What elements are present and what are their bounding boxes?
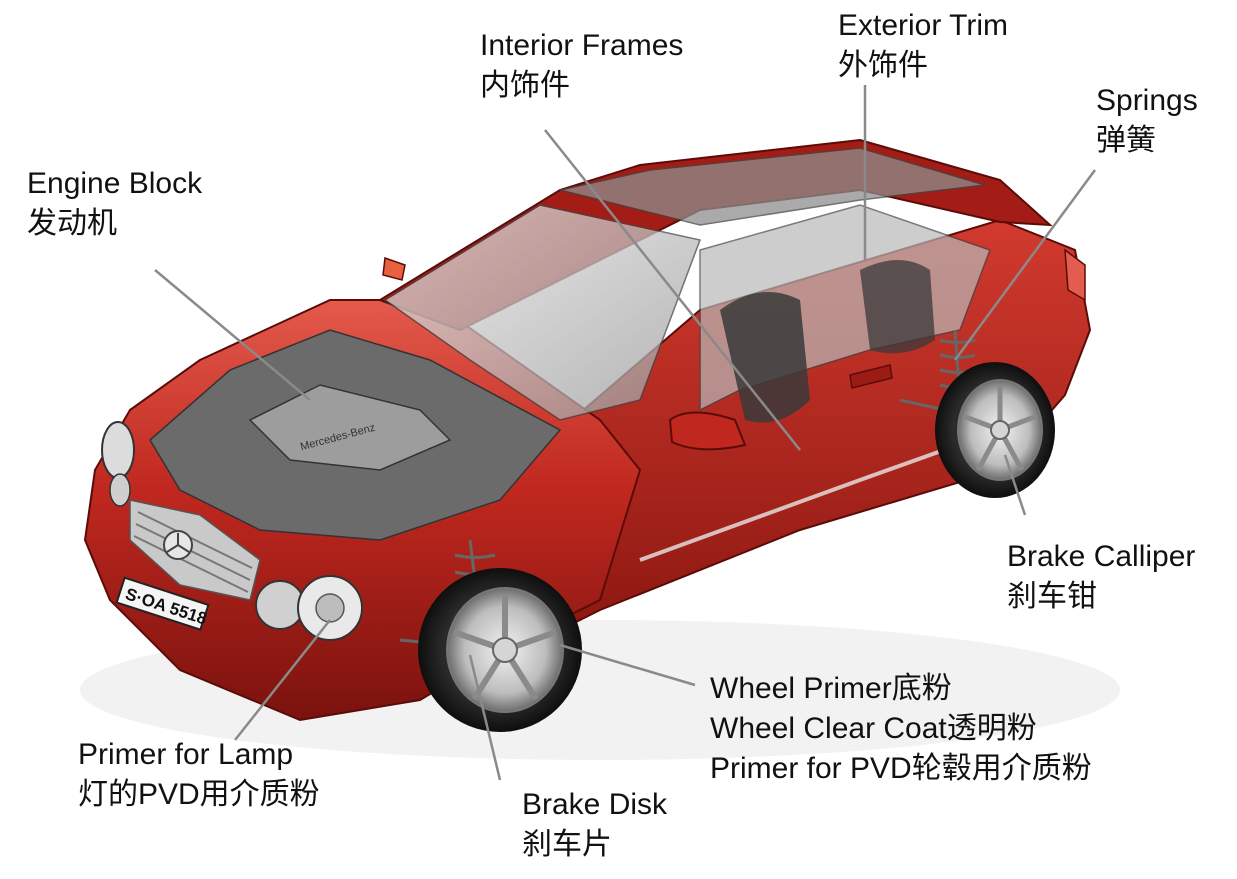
label-wheel-coatings: Wheel Primer底粉 Wheel Clear Coat透明粉 Prime… — [710, 669, 1092, 789]
label-exterior-trim: Exterior Trim 外饰件 — [838, 6, 1008, 86]
label-brake-disk: Brake Disk 刹车片 — [522, 785, 667, 865]
label-interior-frames-zh: 内饰件 — [480, 68, 570, 103]
leader-brake-disk — [468, 654, 502, 781]
label-wheel-clear-coat: Wheel Clear Coat透明粉 — [710, 712, 1037, 745]
front-indicator — [382, 256, 406, 281]
label-engine-block: Engine Block 发动机 — [27, 164, 202, 244]
label-springs: Springs 弹簧 — [1096, 81, 1198, 161]
label-brake-disk-zh: 刹车片 — [522, 827, 612, 862]
fog-light-left — [109, 473, 131, 507]
rear-seat — [860, 260, 935, 354]
leader-engine-block — [154, 269, 311, 401]
label-brake-disk-en: Brake Disk — [522, 788, 668, 821]
rear-light — [1064, 248, 1086, 302]
label-interior-frames: Interior Frames 内饰件 — [480, 26, 683, 106]
sunroof-glass — [559, 147, 986, 226]
label-primer-for-pvd: Primer for PVD轮毂用介质粉 — [710, 752, 1092, 785]
engine-cover — [248, 384, 452, 471]
leader-wheel-coatings — [559, 643, 696, 687]
label-primer-for-lamp-en: Primer for Lamp — [78, 738, 294, 771]
label-springs-zh: 弹簧 — [1096, 123, 1156, 158]
windshield-glass — [383, 204, 702, 421]
headlight-right-lens — [315, 593, 345, 623]
door-handle — [849, 364, 893, 389]
label-brake-calliper-zh: 刹车钳 — [1007, 579, 1097, 614]
label-interior-frames-en: Interior Frames — [480, 29, 684, 62]
side-mirror — [668, 411, 747, 451]
grille-slats — [133, 511, 253, 593]
leader-lines — [154, 85, 1097, 781]
label-exterior-trim-en: Exterior Trim — [838, 9, 1009, 42]
leader-interior-frames — [544, 129, 801, 451]
headlight-left — [101, 421, 135, 479]
star-emblem-points — [166, 533, 190, 553]
label-primer-for-lamp-zh: 灯的PVD用介质粉 — [78, 778, 320, 811]
label-engine-block-en: Engine Block — [27, 167, 203, 200]
label-brake-calliper: Brake Calliper 刹车钳 — [1007, 537, 1195, 617]
front-wheel — [418, 568, 582, 732]
front-seat — [720, 292, 810, 423]
label-engine-block-zh: 发动机 — [27, 206, 117, 241]
label-brake-calliper-en: Brake Calliper — [1007, 540, 1196, 573]
label-exterior-trim-zh: 外饰件 — [838, 48, 928, 83]
leader-primer-for-lamp — [234, 619, 331, 741]
headlight-right-outer — [255, 580, 305, 630]
label-springs-en: Springs — [1096, 84, 1198, 117]
label-wheel-primer: Wheel Primer底粉 — [710, 672, 952, 705]
leader-springs — [953, 169, 1097, 361]
label-primer-for-lamp: Primer for Lamp 灯的PVD用介质粉 — [78, 735, 320, 815]
leader-brake-calliper — [1003, 454, 1027, 516]
rear-wheel — [935, 362, 1055, 498]
